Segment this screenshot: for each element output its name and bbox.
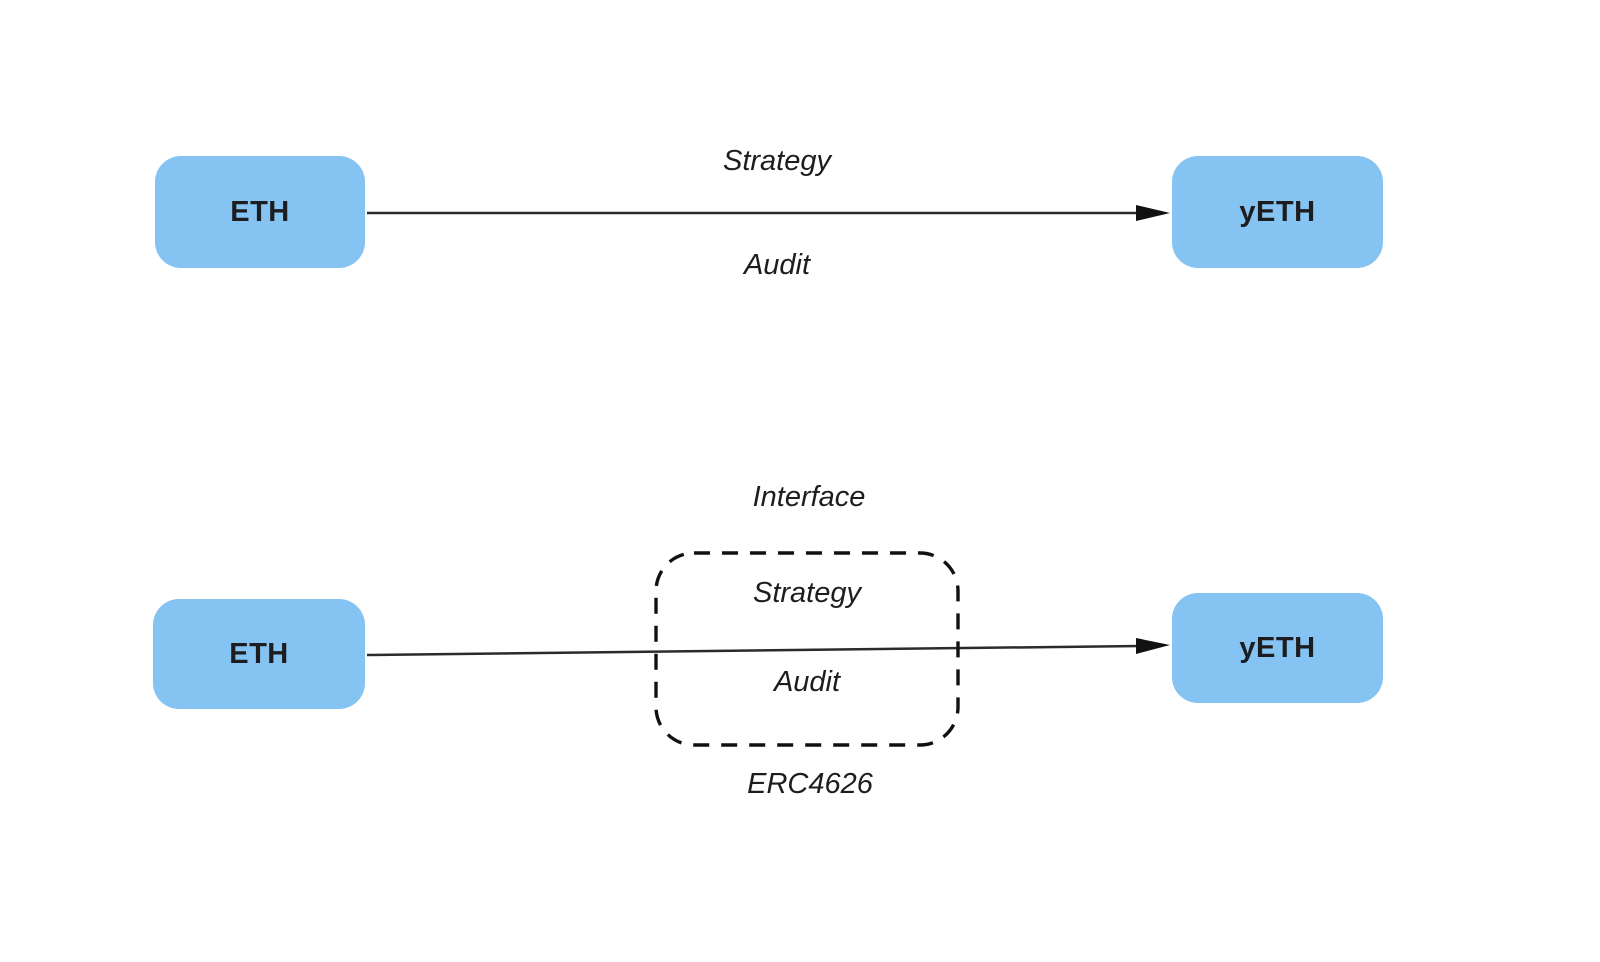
eth-node-bottom: ETH — [153, 599, 365, 709]
yeth-node-top: yETH — [1172, 156, 1383, 268]
strategy-label-bottom: Strategy — [753, 577, 861, 609]
arrow-top — [367, 205, 1170, 221]
strategy-label-top: Strategy — [723, 145, 831, 177]
audit-label-bottom: Audit — [773, 666, 841, 698]
interface-label: Interface — [752, 481, 866, 513]
eth-node-top: ETH — [155, 156, 365, 268]
audit-label-top: Audit — [743, 249, 811, 281]
eth-node-top-label: ETH — [230, 195, 290, 228]
yeth-node-bottom: yETH — [1172, 593, 1383, 703]
yeth-node-top-label: yETH — [1239, 195, 1316, 228]
eth-node-bottom-label: ETH — [229, 637, 289, 670]
yeth-node-bottom-label: yETH — [1239, 631, 1316, 664]
arrow-bottom — [366, 638, 1170, 657]
erc4626-label: ERC4626 — [747, 768, 873, 800]
